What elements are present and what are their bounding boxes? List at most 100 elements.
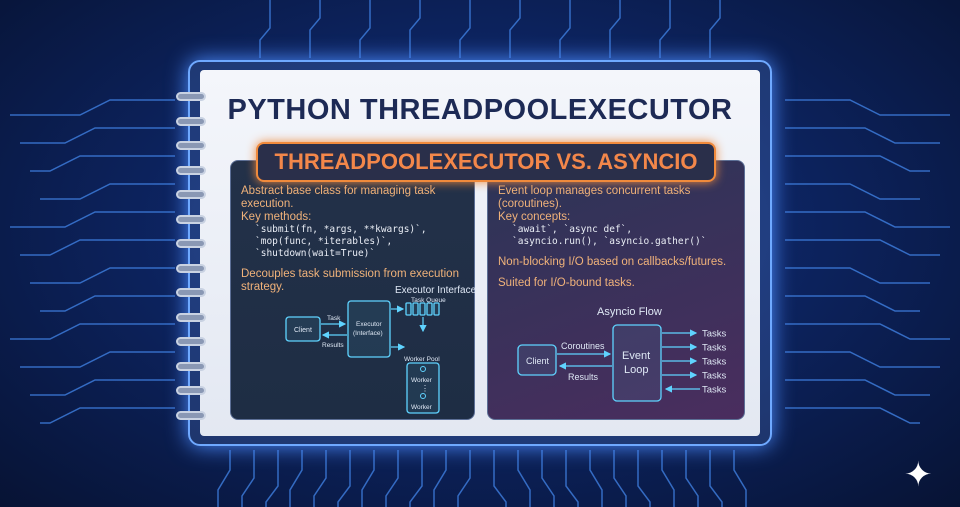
binding-ring: [176, 386, 206, 395]
code-line: `shutdown(wait=True)`: [255, 248, 376, 259]
circuit-trace: [309, 0, 321, 58]
circuit-trace: [241, 450, 255, 507]
circuit-trace: [559, 0, 571, 58]
executor-label: Executor: [356, 321, 382, 328]
worker-pool-box: [406, 362, 440, 414]
circuit-trace: [10, 323, 175, 340]
circuit-trace: [509, 0, 521, 58]
task-label: Tasks: [702, 343, 727, 354]
binding-ring: [176, 165, 206, 175]
circuit-trace: [20, 239, 175, 256]
subtitle-banner: THREADPOOLEXECUTOR VS. ASYNCIO: [256, 142, 716, 182]
circuit-trace: [30, 267, 175, 284]
circuit-trace: [359, 0, 371, 58]
circuit-trace: [565, 450, 579, 507]
circuit-trace: [785, 211, 950, 228]
circuit-trace: [685, 450, 699, 507]
circuit-trace: [409, 0, 421, 58]
event-loop-box: [612, 324, 662, 402]
circuit-trace: [337, 450, 351, 507]
executor-flow-diagram: Executor Interface Flow Task Queue Clien…: [285, 285, 476, 414]
worker-pool-label: Worker Pool: [404, 356, 440, 363]
code-line: `submit(fn, *args, **kwargs)`,: [255, 224, 427, 235]
asyncio-panel: Event loop manages concurrent tasks (cor…: [487, 160, 745, 420]
binding-ring: [176, 239, 206, 248]
worker-label: Worker: [411, 377, 433, 384]
circuit-trace: [30, 379, 175, 396]
circuit-trace: [20, 351, 175, 368]
diagram-title: Executor Interface Flow: [395, 285, 476, 296]
circuit-trace: [785, 99, 950, 116]
description: Abstract base class for managing task ex…: [241, 185, 436, 210]
circuit-trace: [30, 155, 175, 172]
circuit-trace: [10, 211, 175, 228]
circuit-trace: [785, 351, 940, 368]
binding-ring: [176, 116, 206, 126]
circuit-trace: [265, 450, 279, 507]
executor-box: [347, 300, 391, 358]
circuit-trace: [541, 450, 555, 507]
circuit-trace: [609, 0, 621, 58]
circuit-trace: [40, 407, 175, 424]
circuit-trace: [709, 0, 721, 58]
circuit-trace: [289, 450, 303, 507]
binding-ring: [176, 190, 206, 199]
circuit-trace: [40, 183, 175, 200]
circuit-trace: [785, 295, 920, 312]
binding-ring: [176, 263, 206, 273]
circuit-trace: [493, 450, 507, 507]
user-icon: [420, 393, 426, 399]
threadpool-panel: Abstract base class for managing task ex…: [230, 160, 476, 420]
results-label: Results: [322, 342, 344, 349]
asyncio-flow-diagram: Asyncio Flow Client Coroutines Results E…: [517, 306, 727, 402]
queue-slot: [419, 302, 426, 316]
circuit-trace: [361, 450, 375, 507]
circuit-trace: [733, 450, 747, 507]
binding-ring: [176, 141, 206, 150]
key-concepts-label: Key concepts:: [498, 211, 571, 223]
circuit-trace: [313, 450, 327, 507]
task-queue-label: Task Queue: [411, 297, 446, 304]
client-box: [517, 344, 557, 376]
circuit-trace: [409, 450, 423, 507]
circuit-trace: [785, 155, 930, 172]
circuit-trace: [217, 450, 231, 507]
circuit-trace: [709, 450, 723, 507]
task-label: Tasks: [702, 385, 727, 396]
queue-slot: [433, 302, 440, 316]
circuit-trace: [785, 379, 930, 396]
coroutines-label: Coroutines: [561, 341, 605, 351]
circuit-trace: [785, 267, 930, 284]
circuit-trace: [457, 450, 471, 507]
ellipsis: ⋮: [421, 384, 429, 393]
circuit-trace: [433, 450, 447, 507]
description: Suited for I/O-bound tasks.: [498, 277, 635, 289]
loop-label: Loop: [624, 364, 648, 376]
circuit-trace: [785, 323, 950, 340]
task-label: Tasks: [702, 371, 727, 382]
circuit-trace: [661, 450, 675, 507]
circuit-trace: [785, 407, 920, 424]
queue-slot: [405, 302, 412, 316]
event-label: Event: [622, 350, 650, 362]
description: Event loop manages concurrent tasks (cor…: [498, 185, 691, 210]
client-box: [285, 316, 321, 342]
circuit-trace: [637, 450, 651, 507]
code-line: `await`, `async def`,: [512, 224, 633, 235]
interface-label: (Interface): [353, 330, 383, 337]
circuit-trace: [10, 99, 175, 116]
diagram-title: Asyncio Flow: [597, 306, 662, 318]
circuit-trace: [785, 183, 920, 200]
circuit-trace: [20, 127, 175, 144]
queue-slot: [426, 302, 433, 316]
circuit-trace: [589, 450, 603, 507]
task-label: Tasks: [702, 329, 727, 340]
task-label: Tasks: [702, 357, 727, 368]
circuit-trace: [785, 127, 940, 144]
binding-ring: [176, 214, 206, 224]
task-label: Task: [327, 315, 341, 322]
results-label: Results: [568, 372, 599, 382]
binding-ring: [176, 410, 206, 420]
binding-ring: [176, 288, 206, 297]
circuit-trace: [40, 295, 175, 312]
